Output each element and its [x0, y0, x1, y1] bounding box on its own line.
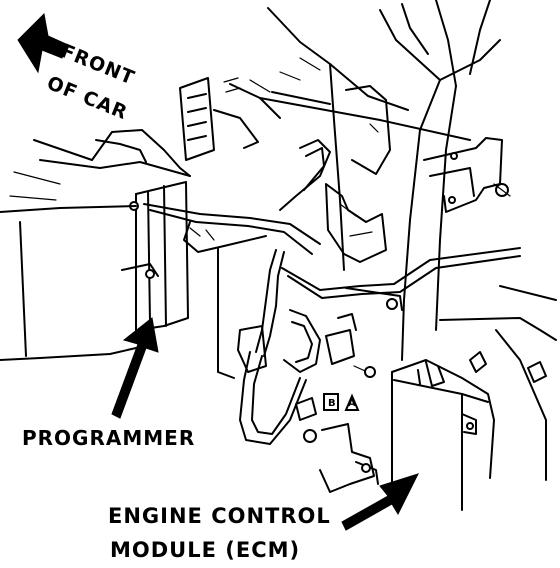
- lower-bracket: [295, 397, 379, 493]
- ecm-pointer-arrow: [341, 473, 419, 531]
- callout-a-label: B: [328, 398, 336, 409]
- upper-connector-bracket: [179, 77, 471, 161]
- center-mounting-plate: [217, 183, 403, 379]
- callout-b-label: A: [348, 398, 356, 409]
- callout-markers: [323, 393, 360, 411]
- ecm-label-line1: ENGINE CONTROL: [108, 504, 331, 528]
- ecm-module: [391, 285, 557, 511]
- programmer-unit: [0, 129, 191, 361]
- wiring-harness: [143, 139, 521, 445]
- right-mounting-bracket: [423, 137, 511, 213]
- programmer-label: PROGRAMMER: [22, 426, 196, 450]
- programmer-pointer-arrow: [111, 317, 159, 419]
- front-of-car-arrow: [17, 12, 67, 74]
- vehicle-body-outline: [249, 0, 501, 361]
- ecm-label-line2: MODULE (ECM): [110, 538, 301, 562]
